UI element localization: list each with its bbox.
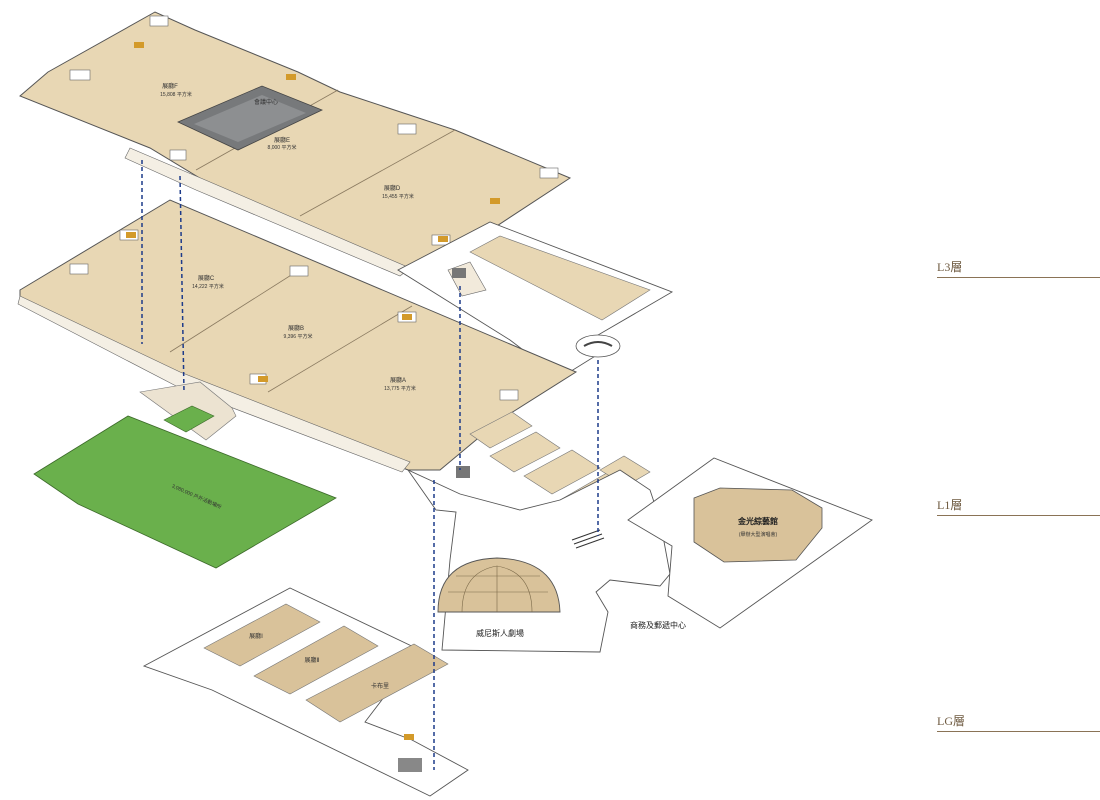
l3-hall-f-area: 15,808 平方米 <box>160 91 192 98</box>
l3-annex-lobby <box>575 334 621 358</box>
lg-stair <box>398 758 422 772</box>
l1-corridor <box>17 295 411 473</box>
l1-stair-2 <box>69 263 89 275</box>
lg-hall-mid-label: 展廳Ⅱ <box>305 656 320 664</box>
floor-tag-l1: L1層 <box>937 496 1100 516</box>
l1-stair-5 <box>499 389 519 401</box>
l3-core-label: 會議中心 <box>254 98 278 106</box>
l3-corridor <box>124 147 411 277</box>
l3-stair-6 <box>169 149 187 161</box>
venetian-theatre-dome <box>437 557 561 613</box>
l1-room-block-1 <box>469 411 533 449</box>
l3-annex-rooms <box>469 235 651 321</box>
l3-hall-slab <box>19 11 572 271</box>
l3-stair-1 <box>149 15 169 27</box>
l1-stair-lobby <box>456 466 470 478</box>
l1-outdoor-green <box>33 415 337 569</box>
l3-stair-3 <box>397 123 417 135</box>
l3-hall-e-area: 8,000 平方米 <box>268 144 297 151</box>
l3-lift-4 <box>438 236 448 242</box>
l1-lift-2 <box>402 314 412 320</box>
l3-lift-1 <box>134 42 144 48</box>
l3-hall-f-name: 展廳F <box>162 82 178 90</box>
l1-hall-c-area: 14,222 平方米 <box>192 283 224 290</box>
l1-divider-1 <box>169 271 297 353</box>
l1-hall-c-name: 展廳C <box>198 274 215 282</box>
l3-core-inner <box>194 95 306 142</box>
l1-room-block-3 <box>523 449 601 495</box>
l3-lift-3 <box>490 198 500 204</box>
l1-hall-b-name: 展廳B <box>288 324 304 332</box>
lg-hall-mid <box>253 625 379 695</box>
l1-outdoor-green-small <box>163 405 215 433</box>
l1-stair-3 <box>289 265 309 277</box>
vertical-links <box>141 160 599 770</box>
l1-floor: 展廳C 14,222 平方米 展廳B 9,396 平方米 展廳A 13,775 … <box>17 199 873 653</box>
venetian-theatre-label: 威尼斯人劇場 <box>476 628 524 638</box>
l3-hall-d-area: 15,455 平方米 <box>382 193 414 200</box>
l3-stair-4 <box>539 167 559 179</box>
l1-hall-b-area: 9,396 平方米 <box>284 333 313 340</box>
l1-hall-a-name: 展廳A <box>390 376 406 384</box>
l3-divider-2 <box>299 129 456 217</box>
venetian-theatre-dome-ribs <box>448 565 548 613</box>
floor-tag-lg: LG層 <box>937 712 1100 732</box>
lg-hall-left <box>203 603 321 667</box>
cotai-arena-label: 金光綜藝館 <box>737 516 778 526</box>
lg-hall-right <box>305 643 449 723</box>
lg-floor: 展廳Ⅰ 展廳Ⅱ 卡布里 <box>142 587 469 797</box>
l3-hall-e-name: 展廳E <box>274 136 290 144</box>
venetian-theatre-dome-shape <box>437 557 561 613</box>
link-l3-l1-2 <box>179 175 185 393</box>
l3-hall-d-name: 展廳D <box>384 184 401 192</box>
floor-tag-l3: L3層 <box>937 258 1100 278</box>
l1-room-block-2 <box>489 431 561 473</box>
l3-stair-2 <box>69 69 91 81</box>
l1-divider-2 <box>267 305 413 393</box>
l1-lift-3 <box>258 376 268 382</box>
lg-hall-left-label: 展廳Ⅰ <box>249 632 263 640</box>
l1-hall-a-area: 13,775 平方米 <box>384 385 416 392</box>
l3-lift-2 <box>286 74 296 80</box>
l3-annex-lobby-seats <box>583 341 613 347</box>
cotai-arena-sublabel: (舉辦大型演唱會) <box>739 531 778 538</box>
l3-annex-stair <box>452 268 466 278</box>
lg-lift <box>404 734 414 740</box>
business-centre-label: 商務及郵遞中心 <box>630 620 686 630</box>
l1-lift-1 <box>126 232 136 238</box>
cotai-arena-shape <box>693 487 823 563</box>
lg-hall-right-label: 卡布里 <box>371 682 389 690</box>
l3-floor: 展廳F 15,808 平方米 會議中心 展廳E 8,000 平方米 展廳D 15… <box>19 11 674 379</box>
